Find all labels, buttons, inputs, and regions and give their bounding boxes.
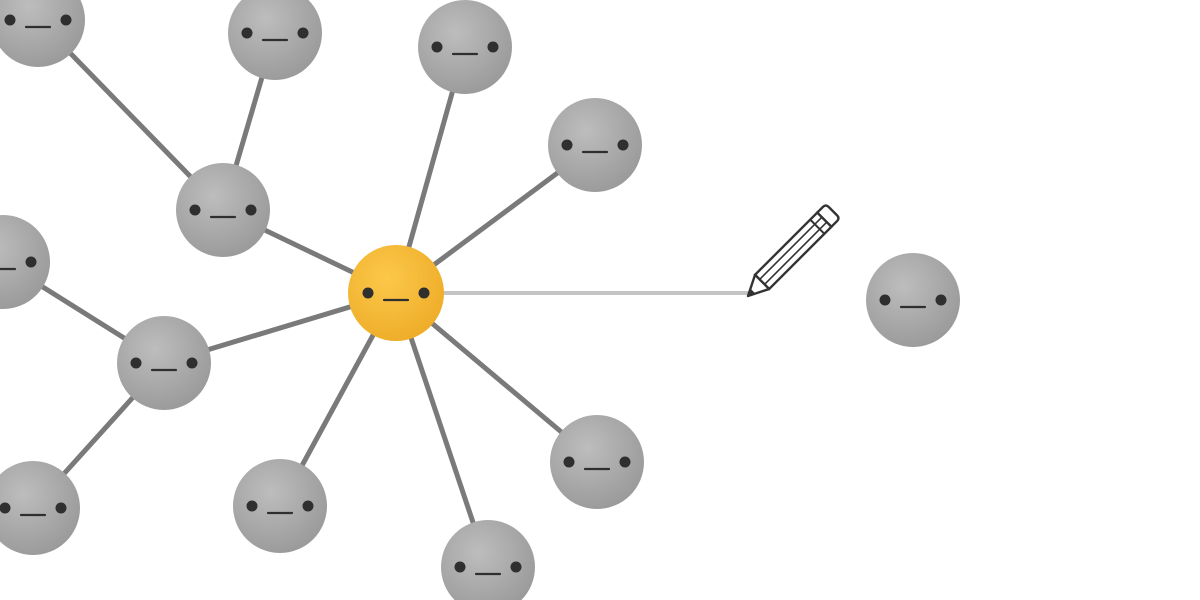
node-body [0, 215, 50, 309]
eye-left [4, 14, 16, 26]
node-n10[interactable] [441, 520, 535, 600]
node-n6[interactable] [0, 215, 50, 309]
node-n9[interactable] [233, 459, 327, 553]
eye-left [246, 500, 258, 512]
eye-left [241, 27, 253, 39]
eye-left [189, 204, 201, 216]
eye-right [245, 204, 257, 216]
node-n4[interactable] [548, 98, 642, 192]
node-body [441, 520, 535, 600]
eye-right [510, 561, 522, 573]
node-n5[interactable] [176, 163, 270, 257]
edge-center-n10 [393, 290, 491, 570]
node-n8[interactable] [0, 461, 80, 555]
eye-left [0, 502, 11, 514]
eye-left [563, 456, 575, 468]
eye-right [617, 139, 629, 151]
pencil-icon[interactable] [741, 204, 840, 303]
node-n11[interactable] [550, 415, 644, 509]
eye-right [487, 41, 499, 53]
eye-right [619, 456, 631, 468]
node-n1[interactable] [0, 0, 85, 67]
node-body [866, 253, 960, 347]
node-body [117, 316, 211, 410]
eye-right [25, 256, 37, 268]
node-body [0, 461, 80, 555]
eye-right [935, 294, 947, 306]
eye-left [362, 287, 374, 299]
node-body [550, 415, 644, 509]
node-highlighted[interactable] [348, 245, 444, 341]
eye-left [561, 139, 573, 151]
nodes-layer [0, 0, 960, 600]
eye-right [297, 27, 309, 39]
eye-right [60, 14, 72, 26]
node-new[interactable] [866, 253, 960, 347]
eye-left [879, 294, 891, 306]
eye-left [431, 41, 443, 53]
eye-right [302, 500, 314, 512]
node-body [176, 163, 270, 257]
node-body [548, 98, 642, 192]
eye-right [186, 357, 198, 369]
eye-left [454, 561, 466, 573]
eye-right [55, 502, 67, 514]
node-body [233, 459, 327, 553]
eye-right [418, 287, 430, 299]
node-body [418, 0, 512, 94]
eye-left [130, 357, 142, 369]
node-body [348, 245, 444, 341]
node-n2[interactable] [228, 0, 322, 80]
node-n3[interactable] [418, 0, 512, 94]
node-n7[interactable] [117, 316, 211, 410]
